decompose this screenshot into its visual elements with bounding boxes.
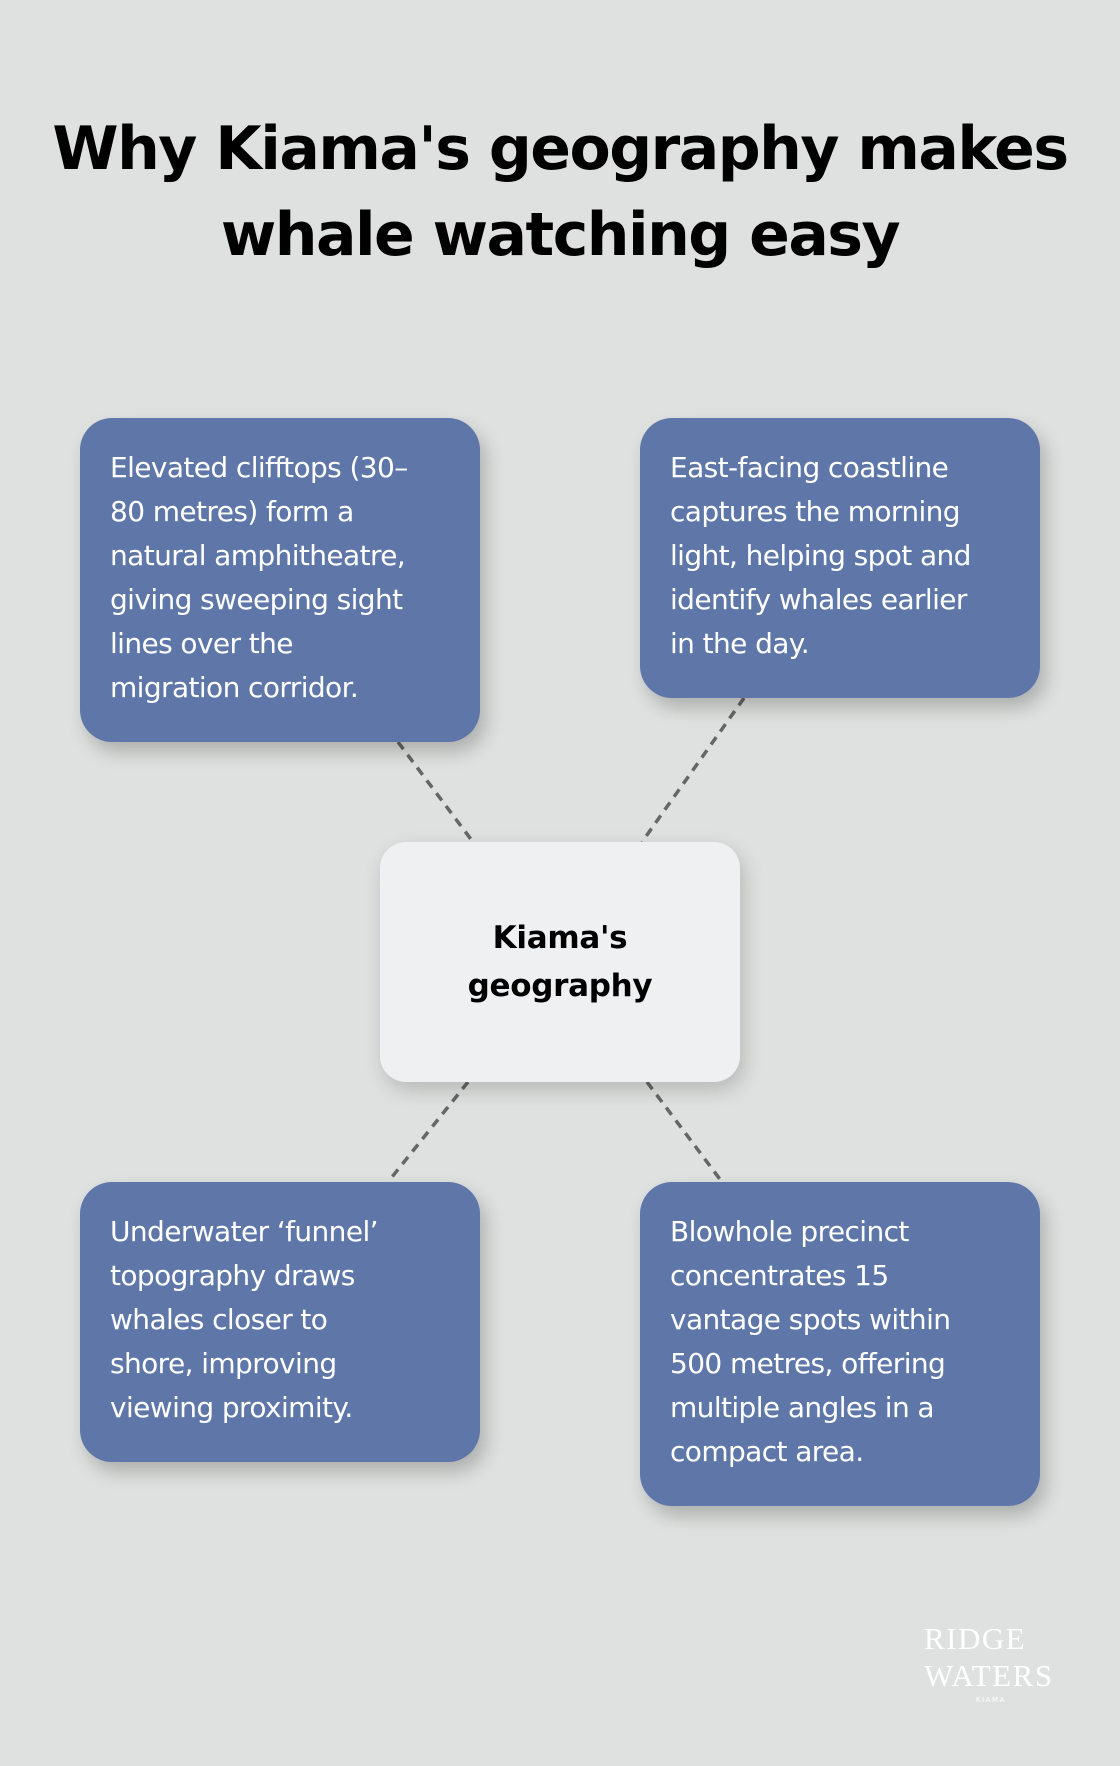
center-label-line-2: geography bbox=[467, 968, 653, 1004]
box-text-line: light, helping spot and bbox=[670, 539, 971, 572]
connector-bottom-right bbox=[645, 1080, 724, 1184]
box-text-line: compact area. bbox=[670, 1435, 864, 1468]
factor-box-underwater-funnel: Underwater ‘funnel’ topography draws wha… bbox=[80, 1182, 480, 1462]
box-text-line: identify whales earlier bbox=[670, 583, 967, 616]
logo-line-1: RIDGE bbox=[924, 1621, 1027, 1656]
title-line-2: whale watching easy bbox=[220, 200, 901, 270]
box-text-line: lines over the bbox=[110, 627, 294, 660]
box-text-line: topography draws bbox=[110, 1259, 355, 1292]
box-text-line: giving sweeping sight bbox=[110, 583, 403, 616]
box-text-line: captures the morning bbox=[670, 495, 961, 528]
box-text-line: natural amphitheatre, bbox=[110, 539, 406, 572]
box-text-line: viewing proximity. bbox=[110, 1391, 353, 1424]
box-text-line: Elevated clifftops (30– bbox=[110, 451, 408, 484]
box-text-line: vantage spots within bbox=[670, 1303, 951, 1336]
box-text-line: Underwater ‘funnel’ bbox=[110, 1215, 379, 1248]
box-text-line: whales closer to bbox=[110, 1303, 328, 1336]
factor-box-clifftops: Elevated clifftops (30– 80 metres) form … bbox=[80, 418, 480, 742]
factor-box-blowhole-precinct: Blowhole precinct concentrates 15 vantag… bbox=[640, 1182, 1040, 1506]
center-label-line-1: Kiama's bbox=[492, 920, 628, 956]
factor-box-east-facing: East-facing coastline captures the morni… bbox=[640, 418, 1040, 698]
connector-top-left bbox=[396, 740, 475, 844]
title-line-1: Why Kiama's geography makes bbox=[52, 114, 1069, 184]
connector-bottom-left bbox=[386, 1080, 470, 1184]
box-text-line: 500 metres, offering bbox=[670, 1347, 946, 1380]
center-node-kiama-geography: Kiama's geography bbox=[380, 842, 740, 1082]
logo-subtitle: KIAMA bbox=[976, 1696, 1006, 1704]
box-text-line: East-facing coastline bbox=[670, 451, 949, 484]
connector-top-right bbox=[640, 696, 746, 844]
box-text-line: shore, improving bbox=[110, 1347, 337, 1380]
brand-logo: RIDGE WATERS KIAMA bbox=[924, 1620, 1064, 1704]
box-text-line: multiple angles in a bbox=[670, 1391, 935, 1424]
box-text-line: concentrates 15 bbox=[670, 1259, 889, 1292]
box-text-line: migration corridor. bbox=[110, 671, 359, 704]
box-text-line: 80 metres) form a bbox=[110, 495, 354, 528]
logo-line-2: WATERS bbox=[924, 1658, 1054, 1693]
box-text-line: Blowhole precinct bbox=[670, 1215, 909, 1248]
box-text-line: in the day. bbox=[670, 627, 810, 660]
page-title: Why Kiama's geography makes whale watchi… bbox=[0, 106, 1120, 278]
